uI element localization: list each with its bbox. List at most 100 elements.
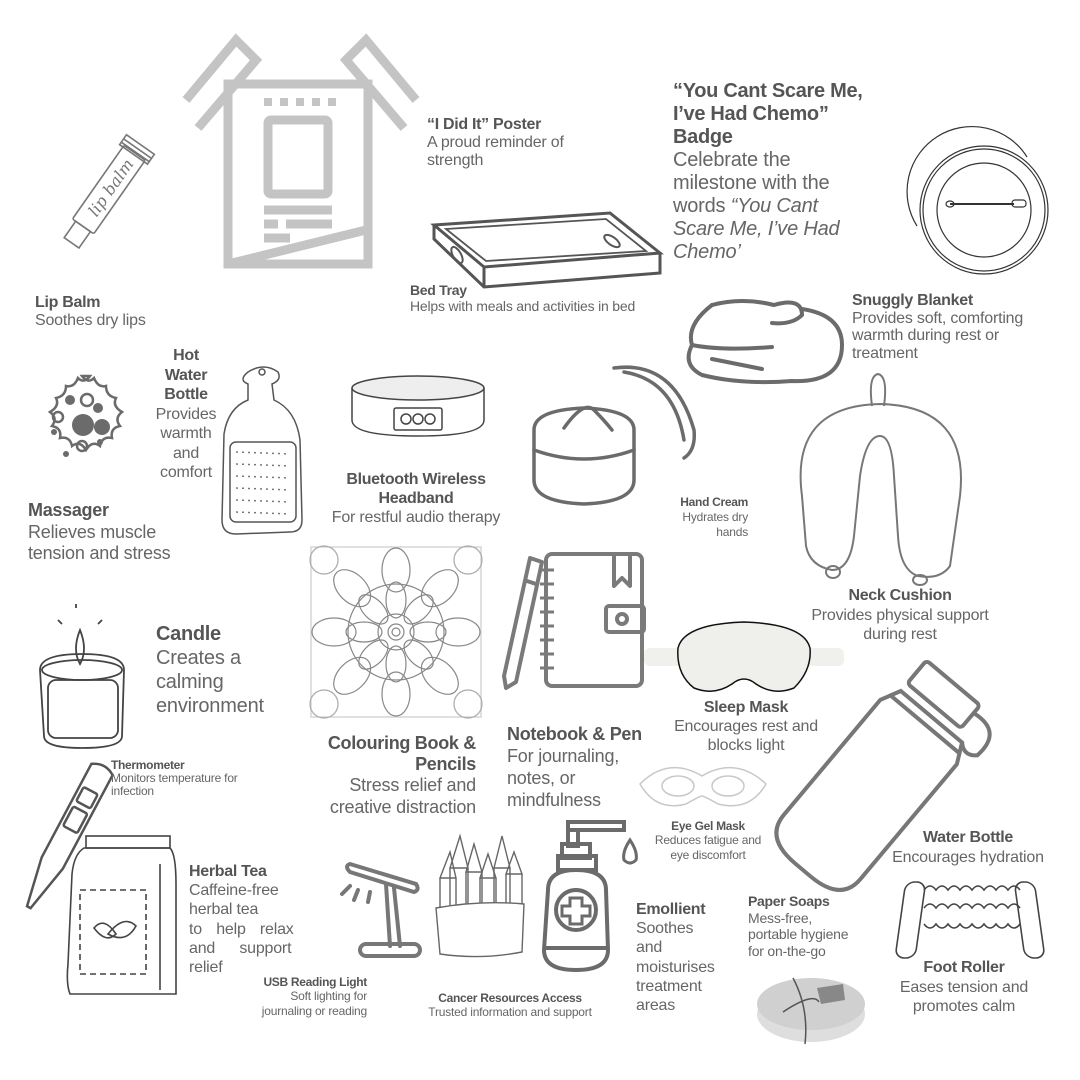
paper-soaps-title: Paper Soaps — [748, 893, 830, 909]
cancer-resources-label: Cancer Resources Access Trusted informat… — [400, 991, 620, 1020]
poster-label: “I Did It” Poster A proud reminder of st… — [427, 116, 597, 170]
badge-title-line3: Badge — [673, 126, 733, 148]
bed-tray-desc: Helps with meals and activities in bed — [410, 297, 636, 314]
badge-desc: Celebrate the milestone with the words “… — [673, 149, 853, 264]
water-bottle-label: Water Bottle Encourages hydration — [870, 828, 1066, 867]
eye-gel-mask-label: Eye Gel Mask Reduces fatigue and eye dis… — [640, 819, 776, 862]
emollient-desc-2: and — [636, 939, 663, 957]
eye-gel-mask-icon — [638, 762, 768, 814]
hot-water-bottle-title-2: Water — [164, 366, 208, 384]
notebook-pen-icon — [502, 550, 647, 692]
hand-cream-label: Hand Cream Hydrates dry hands — [650, 495, 748, 540]
thermometer-desc: Monitors temperature for infection — [111, 771, 238, 799]
hot-water-bottle-desc-3: and — [172, 444, 200, 462]
sleep-mask-label: Sleep Mask Encourages rest and blocks li… — [656, 698, 836, 756]
notebook-desc-3: mindfulness — [507, 789, 601, 810]
hand-cream-title: Hand Cream — [680, 495, 748, 509]
herbal-tea-desc-2: herbal tea — [189, 901, 259, 919]
hot-water-bottle-desc-2: warmth — [160, 425, 212, 443]
paper-soaps-label: Paper Soaps Mess-free, portable hygiene … — [748, 893, 849, 959]
emollient-icon — [540, 820, 640, 980]
thermometer-icon — [16, 756, 115, 926]
badge-desc-italic: “You Cant Scare Me, I’ve Had Chemo’ — [673, 195, 840, 263]
hot-water-bottle-label: Hot Water Bottle Provides warmth and com… — [146, 346, 226, 483]
emollient-desc-5: areas — [636, 996, 676, 1014]
headband-title-1: Bluetooth Wireless — [346, 471, 486, 488]
hot-water-bottle-desc-4: comfort — [160, 464, 212, 482]
candle-desc-3: environment — [156, 695, 264, 717]
candle-desc-1: Creates a — [156, 647, 241, 669]
notebook-title: Notebook & Pen — [507, 724, 642, 744]
bed-tray-icon — [430, 205, 664, 295]
herbal-tea-desc-5: relief — [189, 958, 223, 976]
paper-soaps-desc-3: for on-the-go — [748, 942, 826, 959]
herbal-tea-desc-1: Caffeine-free — [189, 882, 279, 900]
badge-title-line2: I’ve Had Chemo” — [673, 103, 829, 125]
lip-balm-icon: lip balm — [45, 120, 185, 280]
poster-desc: A proud reminder of strength — [427, 133, 564, 169]
water-bottle-icon — [770, 659, 1000, 892]
eye-gel-mask-desc-2: eye discomfort — [670, 847, 746, 862]
neck-cushion-title: Neck Cushion — [848, 587, 952, 604]
herbal-tea-desc-3: to help relax — [189, 920, 294, 938]
thermometer-label: Thermometer Monitors temperature for inf… — [111, 758, 271, 799]
paper-soaps-desc-2: portable hygiene — [748, 926, 849, 943]
thermometer-title: Thermometer — [111, 758, 185, 772]
poster-icon — [182, 33, 420, 270]
water-bottle-desc: Encourages hydration — [892, 848, 1044, 866]
paper-soaps-icon — [755, 970, 867, 1046]
lip-balm-title: Lip Balm — [35, 294, 101, 311]
poster-title: “I Did It” Poster — [427, 116, 542, 133]
cancer-resources-title: Cancer Resources Access — [438, 991, 582, 1005]
neck-cushion-label: Neck Cushion Provides physical support d… — [790, 586, 1010, 645]
candle-title: Candle — [156, 623, 221, 645]
candle-icon — [38, 600, 128, 750]
massager-desc: Relieves muscle tension and stress — [28, 521, 171, 564]
foot-roller-label: Foot Roller Eases tension and promotes c… — [884, 958, 1044, 1017]
notebook-desc-2: notes, or — [507, 767, 576, 788]
hot-water-bottle-title-1: Hot — [173, 347, 199, 364]
candle-desc-2: calming — [156, 671, 224, 693]
paper-soaps-desc-1: Mess-free, — [748, 909, 813, 926]
usb-light-label: USB Reading Light Soft lighting for jour… — [222, 975, 368, 1018]
emollient-desc-1: Soothes — [636, 920, 694, 938]
foot-roller-icon — [895, 880, 1045, 960]
headband-icon — [348, 372, 488, 444]
neck-cushion-icon — [790, 366, 970, 586]
sleep-mask-title: Sleep Mask — [703, 699, 789, 716]
eye-gel-mask-desc-1: Reduces fatigue and — [654, 833, 762, 848]
massager-icon — [30, 372, 135, 477]
foot-roller-title: Foot Roller — [923, 959, 1005, 976]
colouring-book-icon — [309, 545, 483, 719]
hot-water-bottle-desc-1: Provides — [155, 405, 217, 423]
herbal-tea-icon — [64, 834, 184, 998]
badge-desc-plain: Celebrate the milestone with the words — [673, 149, 830, 217]
herbal-tea-desc-4: and support — [189, 939, 292, 957]
snuggly-blanket-desc: Provides soft, comforting warmth during … — [852, 309, 1024, 362]
headband-desc: For restful audio therapy — [331, 509, 501, 527]
sleep-mask-icon — [644, 618, 844, 698]
emollient-desc-4: treatment — [636, 977, 702, 995]
usb-light-icon — [340, 856, 422, 958]
headband-label: Bluetooth Wireless Headband For restful … — [316, 470, 516, 528]
foot-roller-desc-2: promotes calm — [912, 998, 1016, 1016]
hand-cream-desc-1: Hydrates dry — [682, 510, 748, 524]
lip-balm-desc: Soothes dry lips — [35, 311, 146, 329]
blanket-icon — [682, 295, 852, 385]
badge-label: “You Cant Scare Me, I’ve Had Chemo” Badg… — [673, 80, 873, 264]
pencils-cup-icon — [435, 828, 526, 962]
herbal-tea-title: Herbal Tea — [189, 863, 267, 880]
snuggly-blanket-label: Snuggly Blanket Provides soft, comfortin… — [852, 292, 1052, 362]
neck-cushion-desc-1: Provides physical support — [811, 606, 989, 624]
bed-tray-label: Bed Tray Helps with meals and activities… — [410, 282, 650, 314]
colouring-book-title-1: Colouring Book & — [327, 733, 476, 753]
notebook-desc-1: For journaling, — [507, 745, 620, 766]
lip-balm-label: Lip Balm Soothes dry lips — [35, 294, 146, 330]
candle-label: Candle Creates a calming environment — [156, 622, 264, 718]
eye-gel-mask-title: Eye Gel Mask — [671, 819, 745, 833]
usb-light-desc-1: Soft lighting for — [290, 989, 367, 1004]
notebook-label: Notebook & Pen For journaling, notes, or… — [507, 724, 642, 812]
hot-water-bottle-icon — [218, 362, 310, 542]
herbal-tea-label: Herbal Tea Caffeine-free herbal tea to h… — [189, 862, 303, 977]
neck-cushion-desc-2: during rest — [863, 626, 937, 644]
